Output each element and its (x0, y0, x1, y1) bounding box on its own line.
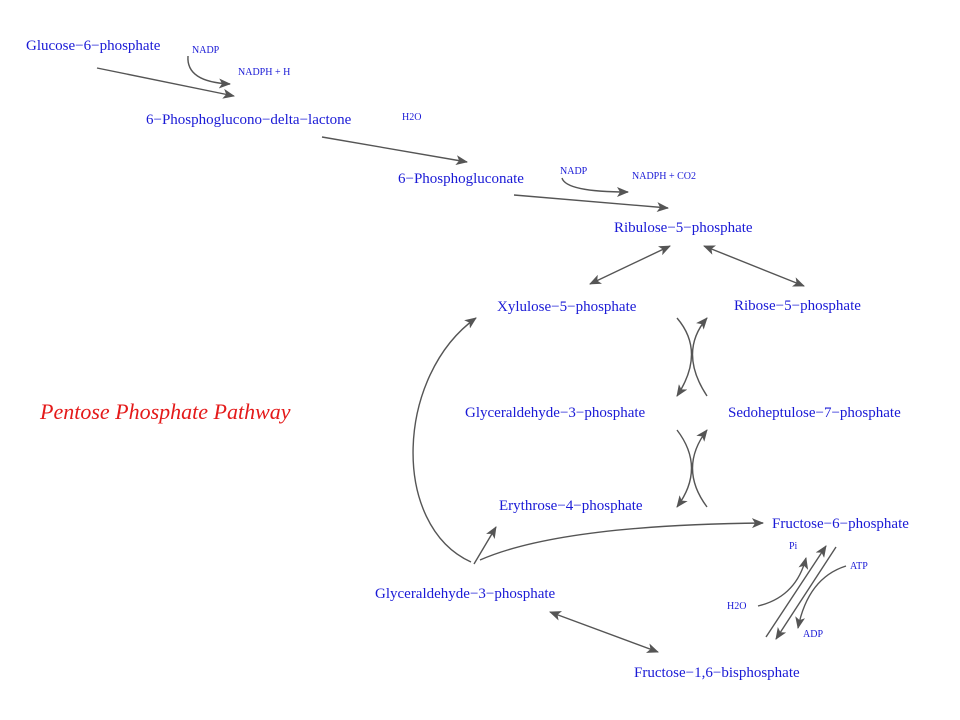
arrow-h2o-to-pi (757, 557, 809, 607)
arrow-ga3p-to-erythrose (473, 526, 497, 565)
ribose-5-phosphate-label: Ribose−5−phosphate (734, 298, 861, 314)
arrow-ga3p-fructose16bp (549, 611, 659, 653)
phosphogluconate-label: 6−Phosphogluconate (398, 171, 524, 187)
pi-label: Pi (789, 541, 798, 552)
arrow-ribulose-ribose (703, 245, 805, 287)
h2o-label-2: H2O (727, 601, 747, 612)
glyceraldehyde-3-phosphate-upper-label: Glyceraldehyde−3−phosphate (465, 405, 646, 421)
arrow-transketolase-right (691, 317, 708, 397)
diagram-title: Pentose Phosphate Pathway (40, 399, 291, 424)
arrow-f6p-to-fbp (775, 546, 837, 640)
adp-label: ADP (803, 629, 824, 640)
nadp-label-2: NADP (560, 166, 588, 177)
arrow-nadp-to-nadph-h (187, 55, 231, 89)
glucose-6-phosphate-label: Glucose−6−phosphate (26, 38, 161, 54)
fructose-6-phosphate-label: Fructose−6−phosphate (772, 516, 909, 532)
erythrose-4-phosphate-label: Erythrose−4−phosphate (499, 498, 643, 514)
arrow-phosphogluconate-to-ribulose (513, 194, 669, 213)
arrow-transketolase-left (676, 317, 693, 397)
arrow-transaldolase-left (676, 429, 693, 508)
arrow-atp-to-adp (795, 565, 847, 629)
arrow-g6p-to-lactone (96, 67, 235, 99)
ribulose-5-phosphate-label: Ribulose−5−phosphate (614, 220, 753, 236)
arrow-nadp-to-nadph-co2 (561, 177, 629, 197)
sedoheptulose-7-phosphate-label: Sedoheptulose−7−phosphate (728, 405, 901, 421)
fructose-1-6-bisphosphate-label: Fructose−1,6−bisphosphate (634, 665, 800, 681)
glyceraldehyde-3-phosphate-lower-label: Glyceraldehyde−3−phosphate (375, 586, 556, 602)
arrow-transaldolase-right (691, 429, 708, 508)
arrow-ribulose-xylulose (589, 245, 671, 285)
arrow-ga3p-to-xylulose-loop (412, 317, 477, 563)
h2o-label: H2O (402, 112, 422, 123)
arrow-fbp-to-f6p (765, 545, 827, 638)
arrow-lactone-to-phosphogluconate (321, 136, 468, 166)
xylulose-5-phosphate-label: Xylulose−5−phosphate (497, 299, 637, 315)
atp-label: ATP (850, 561, 868, 572)
nadph-h-label: NADPH + H (238, 67, 291, 78)
arrow-ga3p-to-fructose6p (479, 518, 764, 561)
phosphoglucono-lactone-label: 6−Phosphoglucono−delta−lactone (146, 112, 352, 128)
nadph-co2-label: NADPH + CO2 (632, 171, 696, 182)
nadp-label: NADP (192, 45, 220, 56)
